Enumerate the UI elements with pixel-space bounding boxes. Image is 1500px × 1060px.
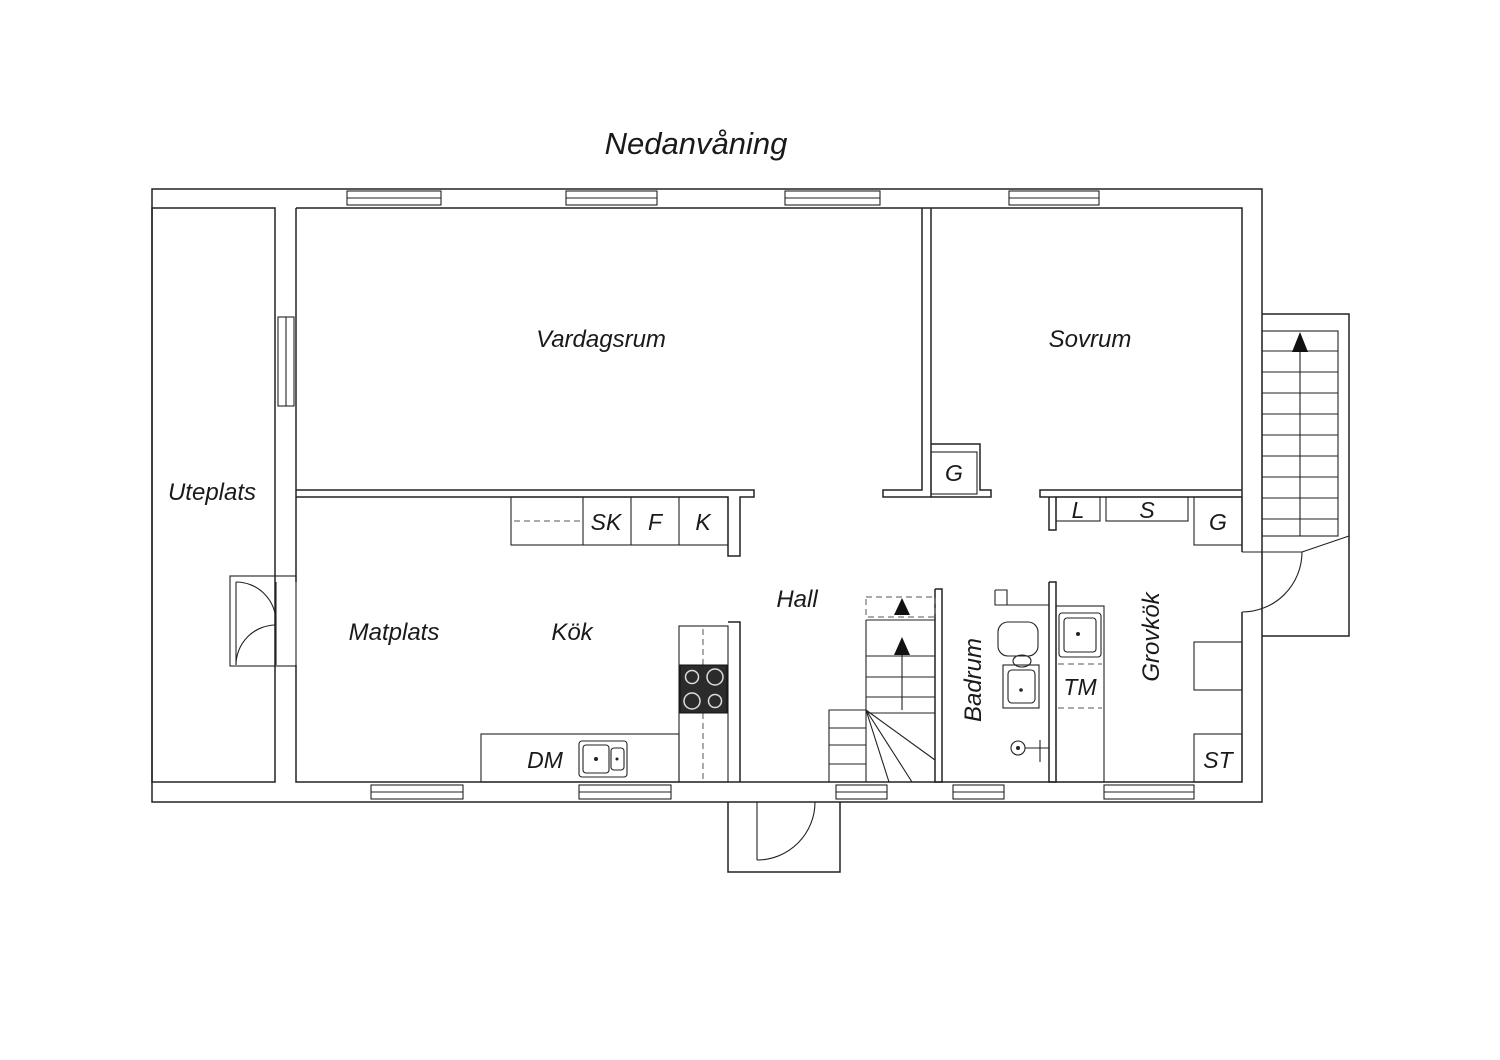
bathroom-fixtures [994, 589, 1049, 762]
terrace-doors [229, 575, 297, 667]
fixture-label-sk: SK [591, 509, 623, 535]
entrance-door [727, 801, 841, 873]
room-label-sovrum: Sovrum [1049, 326, 1132, 353]
stair-arrow-icon [894, 637, 910, 655]
stair-arrow-icon [894, 598, 910, 615]
room-label-matplats: Matplats [349, 619, 440, 646]
room-label-uteplats: Uteplats [168, 479, 256, 506]
exterior-stairs [1241, 313, 1350, 637]
fixture-label-st: ST [1203, 747, 1234, 773]
kitchen-lower-counter [480, 625, 729, 783]
fixture-label-k: K [695, 509, 712, 535]
fixture-label-g-hall: G [945, 460, 963, 486]
utility-sink-icon [1058, 612, 1102, 658]
room-label-grovkok: Grovkök [1138, 590, 1165, 681]
room-label-kok: Kök [551, 619, 594, 646]
fixture-label-dm: DM [527, 747, 564, 773]
shower-icon [1010, 740, 1049, 762]
room-label-badrum: Badrum [960, 638, 987, 722]
fixture-label-tm: TM [1063, 674, 1097, 700]
stair-arrow-icon [1292, 332, 1308, 352]
fixture-label-l: L [1072, 497, 1085, 523]
bathroom-sink-icon [1002, 664, 1040, 709]
fixture-label-g-grovkok: G [1209, 509, 1227, 535]
interior-stairs [828, 596, 936, 783]
floor-title: Nedanvåning [605, 126, 788, 161]
fixture-label-f: F [648, 509, 664, 535]
kitchen-upper-counter [510, 496, 729, 546]
kitchen-sink-icon [578, 740, 628, 778]
room-label-vardagsrum: Vardagsrum [536, 326, 666, 353]
room-label-hall: Hall [776, 586, 818, 613]
fixture-label-s: S [1139, 497, 1155, 523]
windows [277, 190, 1195, 800]
toilet-icon [997, 621, 1039, 657]
utility-fixtures [930, 451, 1243, 783]
interior-walls [296, 208, 1242, 783]
